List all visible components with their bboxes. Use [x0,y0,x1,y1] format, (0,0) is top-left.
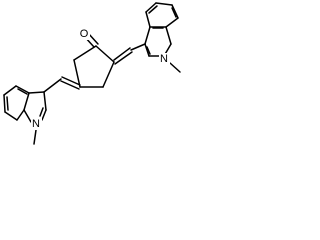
lower-methine-bridge [43,76,81,93]
bond [41,109,47,121]
bond [16,109,25,121]
bond [155,2,173,6]
bond [60,80,80,90]
bond [165,17,179,28]
bond [130,43,146,51]
bond [17,88,28,95]
upper-methine-bridge [113,43,146,65]
bond [6,96,9,111]
bond [33,129,37,145]
bond [145,11,151,28]
lower-indole [3,85,47,145]
bond [144,43,150,57]
carbonyl-oxygen-label: O [80,28,89,40]
bond [3,85,17,96]
lower-indole-nitrogen-label: N [32,118,40,130]
bond [28,91,45,94]
bond [95,45,115,63]
bond [144,26,151,45]
bond [15,85,30,94]
bond [73,45,97,61]
bond [114,51,133,65]
bond [102,61,115,88]
bond [148,5,158,14]
bond [43,91,47,111]
bond [171,4,179,19]
bond [165,26,172,45]
chemical-structure-diagram: O N N [3,2,181,145]
upper-indole-nitrogen-label: N [160,53,168,65]
bond [61,76,81,86]
bond [4,111,18,121]
bond [23,109,32,123]
bond [145,2,157,13]
bond [169,62,181,73]
bond [43,78,62,93]
bond [171,7,177,18]
bond [23,92,30,111]
bond [146,46,151,55]
bond [113,47,131,61]
bond [73,59,81,88]
bond [3,94,6,113]
cyclopentanone-ring [73,45,115,88]
bond [39,107,44,117]
atom-labels: O N N [31,28,170,130]
